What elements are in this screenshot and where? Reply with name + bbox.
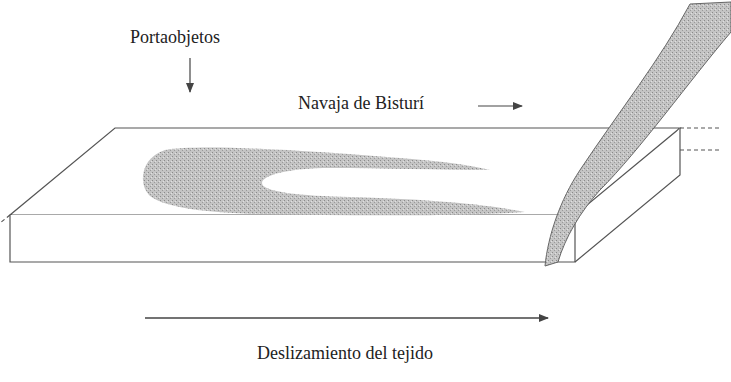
pointer-arrow <box>478 105 522 106</box>
pointer-arrow <box>189 58 190 92</box>
scalpel-blade <box>545 2 731 266</box>
direction-arrow <box>145 317 548 319</box>
part-label: Portaobjetos <box>130 28 220 48</box>
caption-label: Deslizamiento del tejido <box>257 344 433 364</box>
tissue-smear <box>143 148 525 216</box>
part-label: Navaja de Bisturí <box>298 94 424 114</box>
